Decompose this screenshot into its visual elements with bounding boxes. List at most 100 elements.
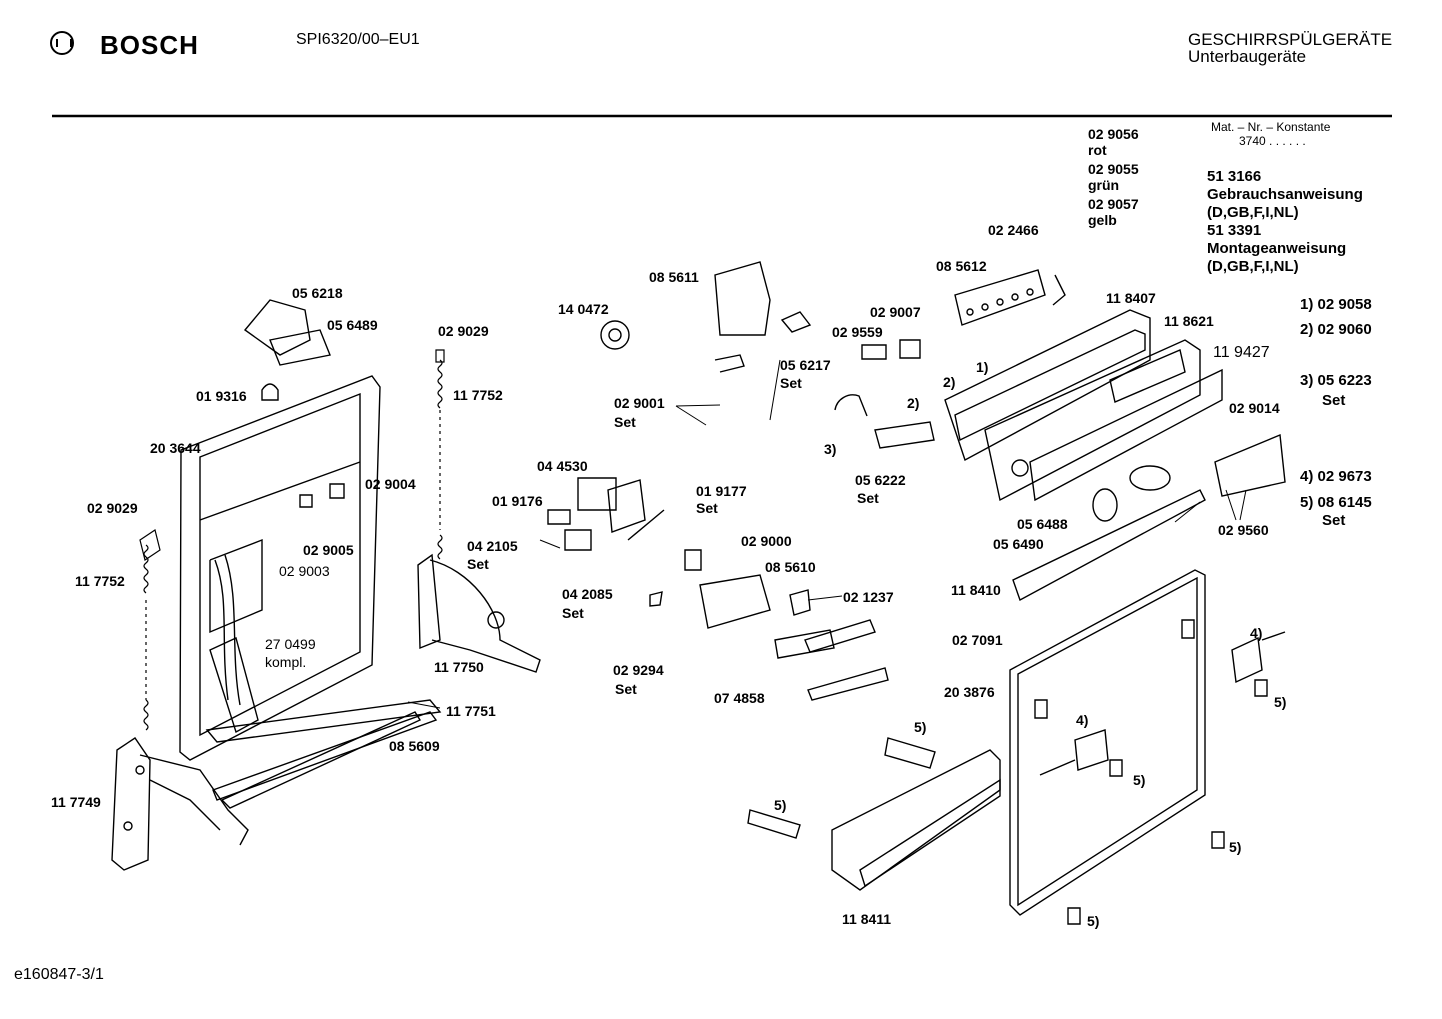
documents-list: 51 3166 Gebrauchsanweisung (D,GB,F,I,NL)… xyxy=(1207,168,1363,276)
part-label: Set xyxy=(696,500,718,516)
mat-constant-block: Mat. – Nr. – Konstante 3740 . . . . . . xyxy=(1211,120,1330,148)
footnote-extra: Set xyxy=(1322,392,1346,409)
mat-constant-heading: Mat. – Nr. – Konstante xyxy=(1211,120,1331,134)
part-label: 11 7749 xyxy=(51,794,101,810)
part-label: 02 9294 xyxy=(613,662,664,678)
hardware-clips xyxy=(1040,632,1285,924)
leader-lines xyxy=(408,360,1246,708)
part-label: 05 6218 xyxy=(292,285,343,301)
part-label: 5) xyxy=(1229,839,1242,855)
part-label: 2) xyxy=(943,374,956,390)
document-id: e160847-3/1 xyxy=(14,966,104,983)
part-label: 11 7752 xyxy=(75,573,125,589)
doc-title: Montageanweisung xyxy=(1207,240,1347,257)
part-label: 02 1237 xyxy=(843,589,894,605)
part-label: 08 5612 xyxy=(936,258,987,274)
spring-center xyxy=(436,350,444,559)
part-label: 4) xyxy=(1250,625,1263,641)
part-label: 02 9001 xyxy=(614,395,665,411)
part-label: Set xyxy=(857,490,879,506)
part-label: 02 9559 xyxy=(832,324,883,340)
part-label: 02 9029 xyxy=(438,323,489,339)
programmer-part xyxy=(601,262,810,372)
part-label: 20 3644 xyxy=(150,440,201,456)
part-label: 27 0499 xyxy=(265,636,316,652)
doc-number: 51 3166 xyxy=(1207,168,1262,185)
bosch-logo-icon xyxy=(50,31,74,55)
part-label: Set xyxy=(562,605,584,621)
lever-bracket-part xyxy=(418,555,540,672)
switch-assembly-part xyxy=(835,340,934,448)
part-label: Set xyxy=(614,414,636,430)
outer-door-panel-part xyxy=(1010,490,1205,915)
part-label: 01 9176 xyxy=(492,493,543,509)
part-label: 08 5610 xyxy=(765,559,816,575)
part-label: 20 3876 xyxy=(944,684,995,700)
part-label: grün xyxy=(1088,177,1120,193)
part-label: 04 2105 xyxy=(467,538,518,554)
part-label: 08 5611 xyxy=(649,269,699,285)
part-label: 04 2085 xyxy=(562,586,613,602)
part-label: gelb xyxy=(1088,212,1117,228)
footnote: 2) 02 9060 xyxy=(1300,321,1372,338)
part-label: 5) xyxy=(1133,772,1146,788)
switches-part xyxy=(548,478,664,550)
part-label: 5) xyxy=(914,719,927,735)
part-label: 02 9007 xyxy=(870,304,921,320)
plinth-part xyxy=(748,738,1000,890)
part-label: 02 9003 xyxy=(279,563,330,579)
part-label: 1) xyxy=(976,359,989,375)
footnote: 4) 02 9673 xyxy=(1300,468,1372,485)
part-label: 02 2466 xyxy=(988,222,1039,238)
part-label: 02 9014 xyxy=(1229,400,1280,416)
category-title: GESCHIRRSPÜLGERÄTE Unterbaugeräte xyxy=(1188,31,1392,65)
door-lock-part xyxy=(650,550,888,700)
part-label: rot xyxy=(1088,142,1107,158)
brand-name: BOSCH xyxy=(100,30,199,60)
part-label: 3) xyxy=(824,441,837,457)
part-label: Set xyxy=(615,681,637,697)
mat-constant-value: 3740 . . . . . . xyxy=(1239,134,1306,148)
part-label: 02 9005 xyxy=(303,542,354,558)
part-label: 11 8407 xyxy=(1106,290,1156,306)
bottom-rail-part xyxy=(207,700,440,808)
footnote: 1) 02 9058 xyxy=(1300,296,1372,313)
part-label: 5) xyxy=(1274,694,1287,710)
part-label: 11 7751 xyxy=(446,703,496,719)
model-number: SPI6320/00–EU1 xyxy=(296,31,420,48)
doc-number: 51 3391 xyxy=(1207,222,1262,239)
footnote: 3) 05 6223 xyxy=(1300,372,1372,389)
part-label: 02 9056 xyxy=(1088,126,1139,142)
part-label: 08 5609 xyxy=(389,738,440,754)
doc-langs: (D,GB,F,I,NL) xyxy=(1207,204,1299,221)
door-frame-part xyxy=(180,376,380,760)
category-line-2: Unterbaugeräte xyxy=(1188,47,1307,66)
category-line-1: GESCHIRRSPÜLGERÄTE xyxy=(1188,30,1393,49)
part-label: 05 6488 xyxy=(1017,516,1068,532)
part-label: 5) xyxy=(1087,913,1100,929)
part-label: 4) xyxy=(1076,712,1089,728)
part-label: Set xyxy=(780,375,802,391)
part-label: 02 9560 xyxy=(1218,522,1269,538)
footnote-extra: Set xyxy=(1322,512,1346,529)
part-label: 5) xyxy=(774,797,787,813)
part-label: 04 4530 xyxy=(537,458,588,474)
part-label: 11 8621 xyxy=(1164,313,1214,329)
terminal-strip-part xyxy=(955,270,1065,325)
latch-part xyxy=(245,300,330,400)
part-label: 02 9057 xyxy=(1088,196,1139,212)
footnote: 5) 08 6145 xyxy=(1300,494,1372,511)
part-label: 02 9055 xyxy=(1088,161,1139,177)
part-label: 05 6489 xyxy=(327,317,378,333)
part-label: 2) xyxy=(907,395,920,411)
hinge-left-part xyxy=(112,738,248,870)
part-label: 11 8410 xyxy=(951,582,1001,598)
part-label: 11 8411 xyxy=(842,911,892,927)
doc-title: Gebrauchsanweisung xyxy=(1207,186,1363,203)
part-label: 02 7091 xyxy=(952,632,1003,648)
part-label: 01 9316 xyxy=(196,388,247,404)
part-label: 02 9000 xyxy=(741,533,792,549)
control-panel-part xyxy=(945,310,1285,521)
part-label: 05 6490 xyxy=(993,536,1044,552)
part-label: 01 9177 xyxy=(696,483,747,499)
